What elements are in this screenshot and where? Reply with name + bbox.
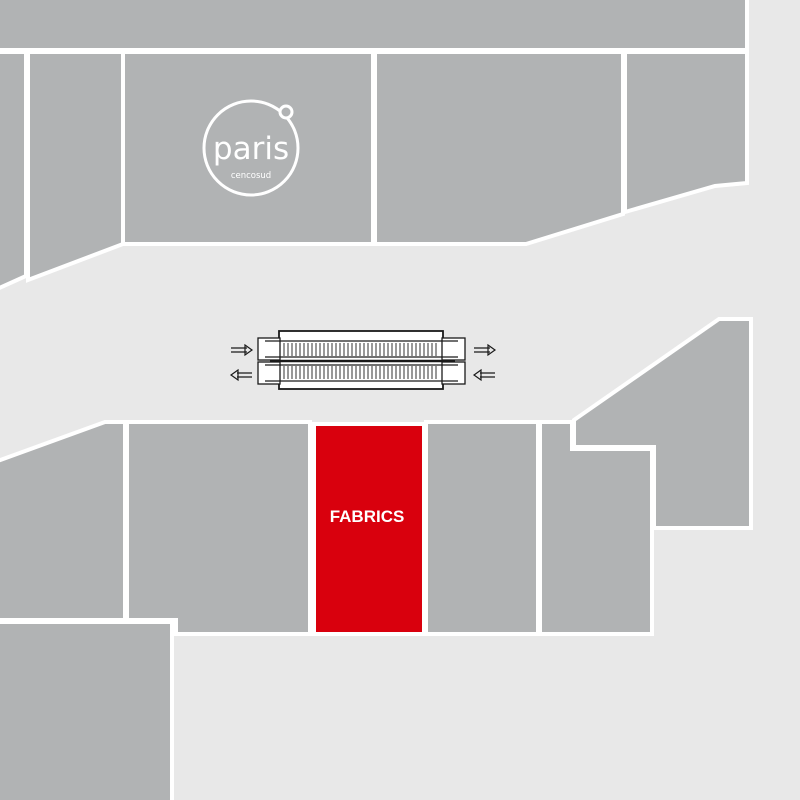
arrow-left-icon	[472, 368, 495, 382]
paris-logo-text: paris	[213, 131, 289, 167]
escalator-icon[interactable]	[257, 330, 466, 390]
store-bottom-center-right[interactable]	[424, 420, 540, 636]
store-top-strip[interactable]	[0, 0, 749, 52]
store-top-right[interactable]	[623, 50, 749, 215]
store-bottom-center-left[interactable]	[125, 420, 312, 636]
escalator-steps-up	[283, 343, 437, 356]
store-fabrics[interactable]	[312, 422, 426, 636]
store-right[interactable]	[572, 317, 753, 530]
paris-logo-subtext: cencosud	[231, 171, 271, 181]
store-top-center[interactable]	[373, 50, 625, 246]
store-top-left-edge[interactable]	[0, 50, 28, 290]
store-bottom-right[interactable]	[538, 420, 654, 636]
escalator-steps-down	[283, 366, 437, 379]
store-bottom-left-lower[interactable]	[0, 620, 174, 800]
store-bottom-left[interactable]	[0, 420, 127, 622]
arrow-right-icon	[231, 343, 254, 357]
fabrics-label: FABRICS	[330, 507, 405, 526]
arrow-right-icon	[474, 343, 497, 357]
arrow-left-icon	[229, 368, 252, 382]
store-top-left[interactable]	[26, 50, 125, 283]
paris-logo: paris cencosud	[202, 99, 300, 197]
